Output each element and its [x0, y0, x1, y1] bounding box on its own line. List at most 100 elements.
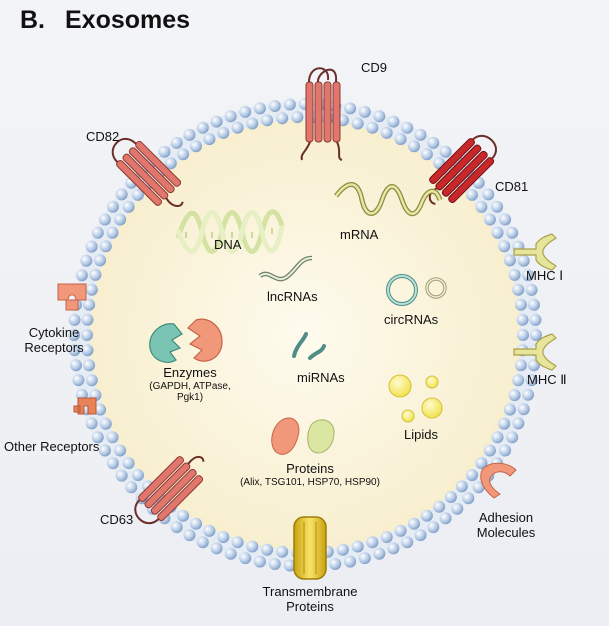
lipid-head — [203, 133, 216, 146]
lipid-head — [283, 98, 296, 111]
lipid-head — [529, 313, 542, 326]
enzymes-label: Enzymes — [163, 365, 217, 380]
lipid-head — [466, 188, 478, 201]
lipid-head — [433, 500, 446, 513]
lipid-head — [525, 283, 538, 296]
lipid-head — [517, 403, 530, 416]
mhc1-label: MHC Ⅰ — [526, 268, 564, 283]
lipid-head — [394, 133, 407, 146]
lipid-head — [380, 126, 393, 139]
cd9-label: CD9 — [361, 60, 388, 75]
enzyme-teal — [149, 323, 183, 363]
mirnas-label: miRNAs — [297, 370, 345, 385]
lipid-head — [414, 529, 427, 542]
lipid-head — [268, 558, 281, 570]
lipid-head — [94, 403, 107, 416]
lipid-head — [99, 240, 112, 253]
lipid-head — [276, 112, 289, 125]
lipid-head — [81, 344, 94, 357]
lipid-head — [231, 121, 244, 134]
lipid-head — [525, 374, 538, 387]
lipid-head — [336, 543, 349, 556]
lipid-head — [261, 114, 274, 127]
lipid-head — [85, 283, 98, 296]
transmembrane-label-line2: Proteins — [286, 598, 334, 614]
lipid-head — [158, 145, 171, 158]
dna-strand — [175, 209, 285, 254]
lipid-head — [522, 388, 535, 401]
lipid-head — [91, 226, 104, 239]
lipid-head — [224, 110, 237, 123]
lipid-head — [115, 188, 128, 201]
lipid-head — [99, 417, 112, 430]
lipid-head — [498, 240, 511, 253]
adhesion-label-line2: Molecules — [476, 524, 536, 540]
lipid-head — [170, 521, 183, 534]
lipid-head — [268, 100, 281, 112]
lipid-head — [475, 457, 488, 470]
lipid-head — [190, 517, 202, 530]
lipid-head — [358, 105, 371, 118]
lipid-head — [499, 213, 512, 226]
lipid-head — [210, 542, 223, 555]
lipid-head — [522, 269, 535, 282]
lipid-head — [177, 148, 190, 161]
mhc1-molecule — [513, 233, 557, 271]
lipid-head — [491, 200, 504, 213]
lipid-head — [122, 457, 135, 470]
mrna-label: mRNA — [340, 227, 379, 242]
adhesion-label-line1: Adhesion — [478, 510, 534, 525]
lipid-head — [451, 502, 464, 515]
lipid-head — [80, 254, 93, 267]
lipid-head — [482, 188, 495, 201]
lipid-head — [512, 417, 525, 430]
lipid-droplet-3 — [421, 397, 443, 419]
cd81-protein — [428, 134, 497, 205]
lipid-head — [170, 136, 183, 149]
lipid-head — [72, 374, 85, 387]
lipid-droplet-4 — [401, 409, 415, 423]
adhesion-molecules-label: Adhesion Molecules — [466, 510, 546, 541]
lipid-head — [508, 389, 521, 402]
lipid-head — [491, 431, 504, 444]
lipid-head — [344, 555, 357, 568]
lipid-head — [203, 524, 216, 537]
lipid-head — [125, 481, 138, 494]
lipid-head — [68, 313, 81, 326]
lipid-head — [246, 540, 259, 553]
lipid-head — [177, 509, 190, 522]
lipid-head — [517, 254, 530, 267]
lipid-head — [408, 517, 420, 530]
adhesion-molecule — [480, 462, 517, 499]
lipid-head — [472, 481, 485, 494]
proteins-detail: (Alix, TSG101, HSP70, HSP90) — [240, 476, 380, 488]
lipid-head — [387, 542, 400, 555]
lipid-head — [517, 329, 529, 341]
lipid-head — [246, 117, 259, 130]
lipid-head — [132, 188, 144, 201]
protein-salmon — [271, 417, 300, 455]
lipid-head — [89, 268, 102, 281]
lipid-head — [373, 547, 386, 560]
lipid-head — [68, 344, 81, 357]
lipid-head — [132, 469, 144, 482]
lipid-head — [231, 536, 244, 549]
lipid-head — [499, 444, 512, 457]
lipid-head — [439, 145, 452, 158]
mirna-1 — [292, 332, 308, 358]
lipid-head — [401, 121, 414, 134]
lipid-head — [183, 529, 196, 542]
lipid-head — [414, 128, 427, 141]
lipid-droplet-1 — [388, 374, 412, 398]
lipid-head — [70, 359, 82, 372]
lipid-head — [373, 110, 386, 123]
lipid-head — [196, 121, 209, 134]
other-receptors-label: Other Receptors — [4, 439, 100, 454]
panel-letter: B. — [20, 6, 45, 34]
lipid-head — [98, 444, 111, 457]
lipid-head — [351, 540, 364, 553]
lipid-head — [85, 374, 98, 387]
lipid-head — [506, 431, 519, 444]
lipid-head — [83, 359, 96, 372]
